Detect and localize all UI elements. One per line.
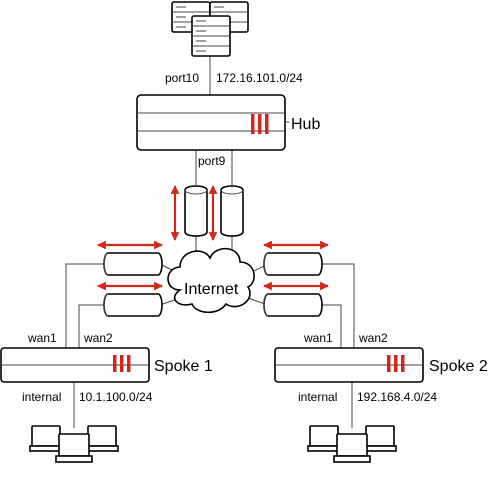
hub-bottom-port-label: port9	[198, 154, 226, 168]
vpn-tunnel-icon	[263, 252, 323, 276]
spoke1-wan1-label: wan1	[27, 331, 57, 345]
spoke1-firewall-icon	[0, 347, 150, 383]
internet-cloud-icon	[167, 247, 255, 314]
vpn-tunnel-icon	[220, 185, 244, 237]
vpn-tunnel-icon	[103, 293, 163, 317]
spoke2-firewall-icon	[274, 347, 424, 383]
spoke2-wan2-label: wan2	[358, 331, 388, 345]
spoke1-wan2-label: wan2	[83, 331, 113, 345]
spoke2-internal-port-label: internal	[298, 390, 337, 404]
spoke2-label: Spoke 2	[429, 358, 488, 375]
vpn-tunnel-icon	[263, 293, 323, 317]
spoke2-internal-subnet-label: 192.168.4.0/24	[357, 390, 437, 404]
hub-firewall-icon	[136, 94, 289, 151]
hub-top-subnet-label: 172.16.101.0/24	[216, 71, 303, 85]
spoke2-wan1-label: wan1	[303, 331, 333, 345]
computer-group-icon	[29, 425, 119, 463]
spoke1-internal-subnet-label: 10.1.100.0/24	[79, 390, 153, 404]
vpn-tunnel-icon	[184, 185, 208, 237]
spoke1-internal-port-label: internal	[22, 390, 61, 404]
hub-label: Hub	[291, 116, 320, 133]
hub-top-port-label: port10	[165, 71, 199, 85]
computer-group-icon	[307, 425, 397, 463]
server-rack-icon	[171, 1, 249, 57]
vpn-tunnel-icon	[103, 252, 163, 276]
spoke1-label: Spoke 1	[154, 358, 213, 375]
internet-label: Internet	[184, 281, 239, 298]
